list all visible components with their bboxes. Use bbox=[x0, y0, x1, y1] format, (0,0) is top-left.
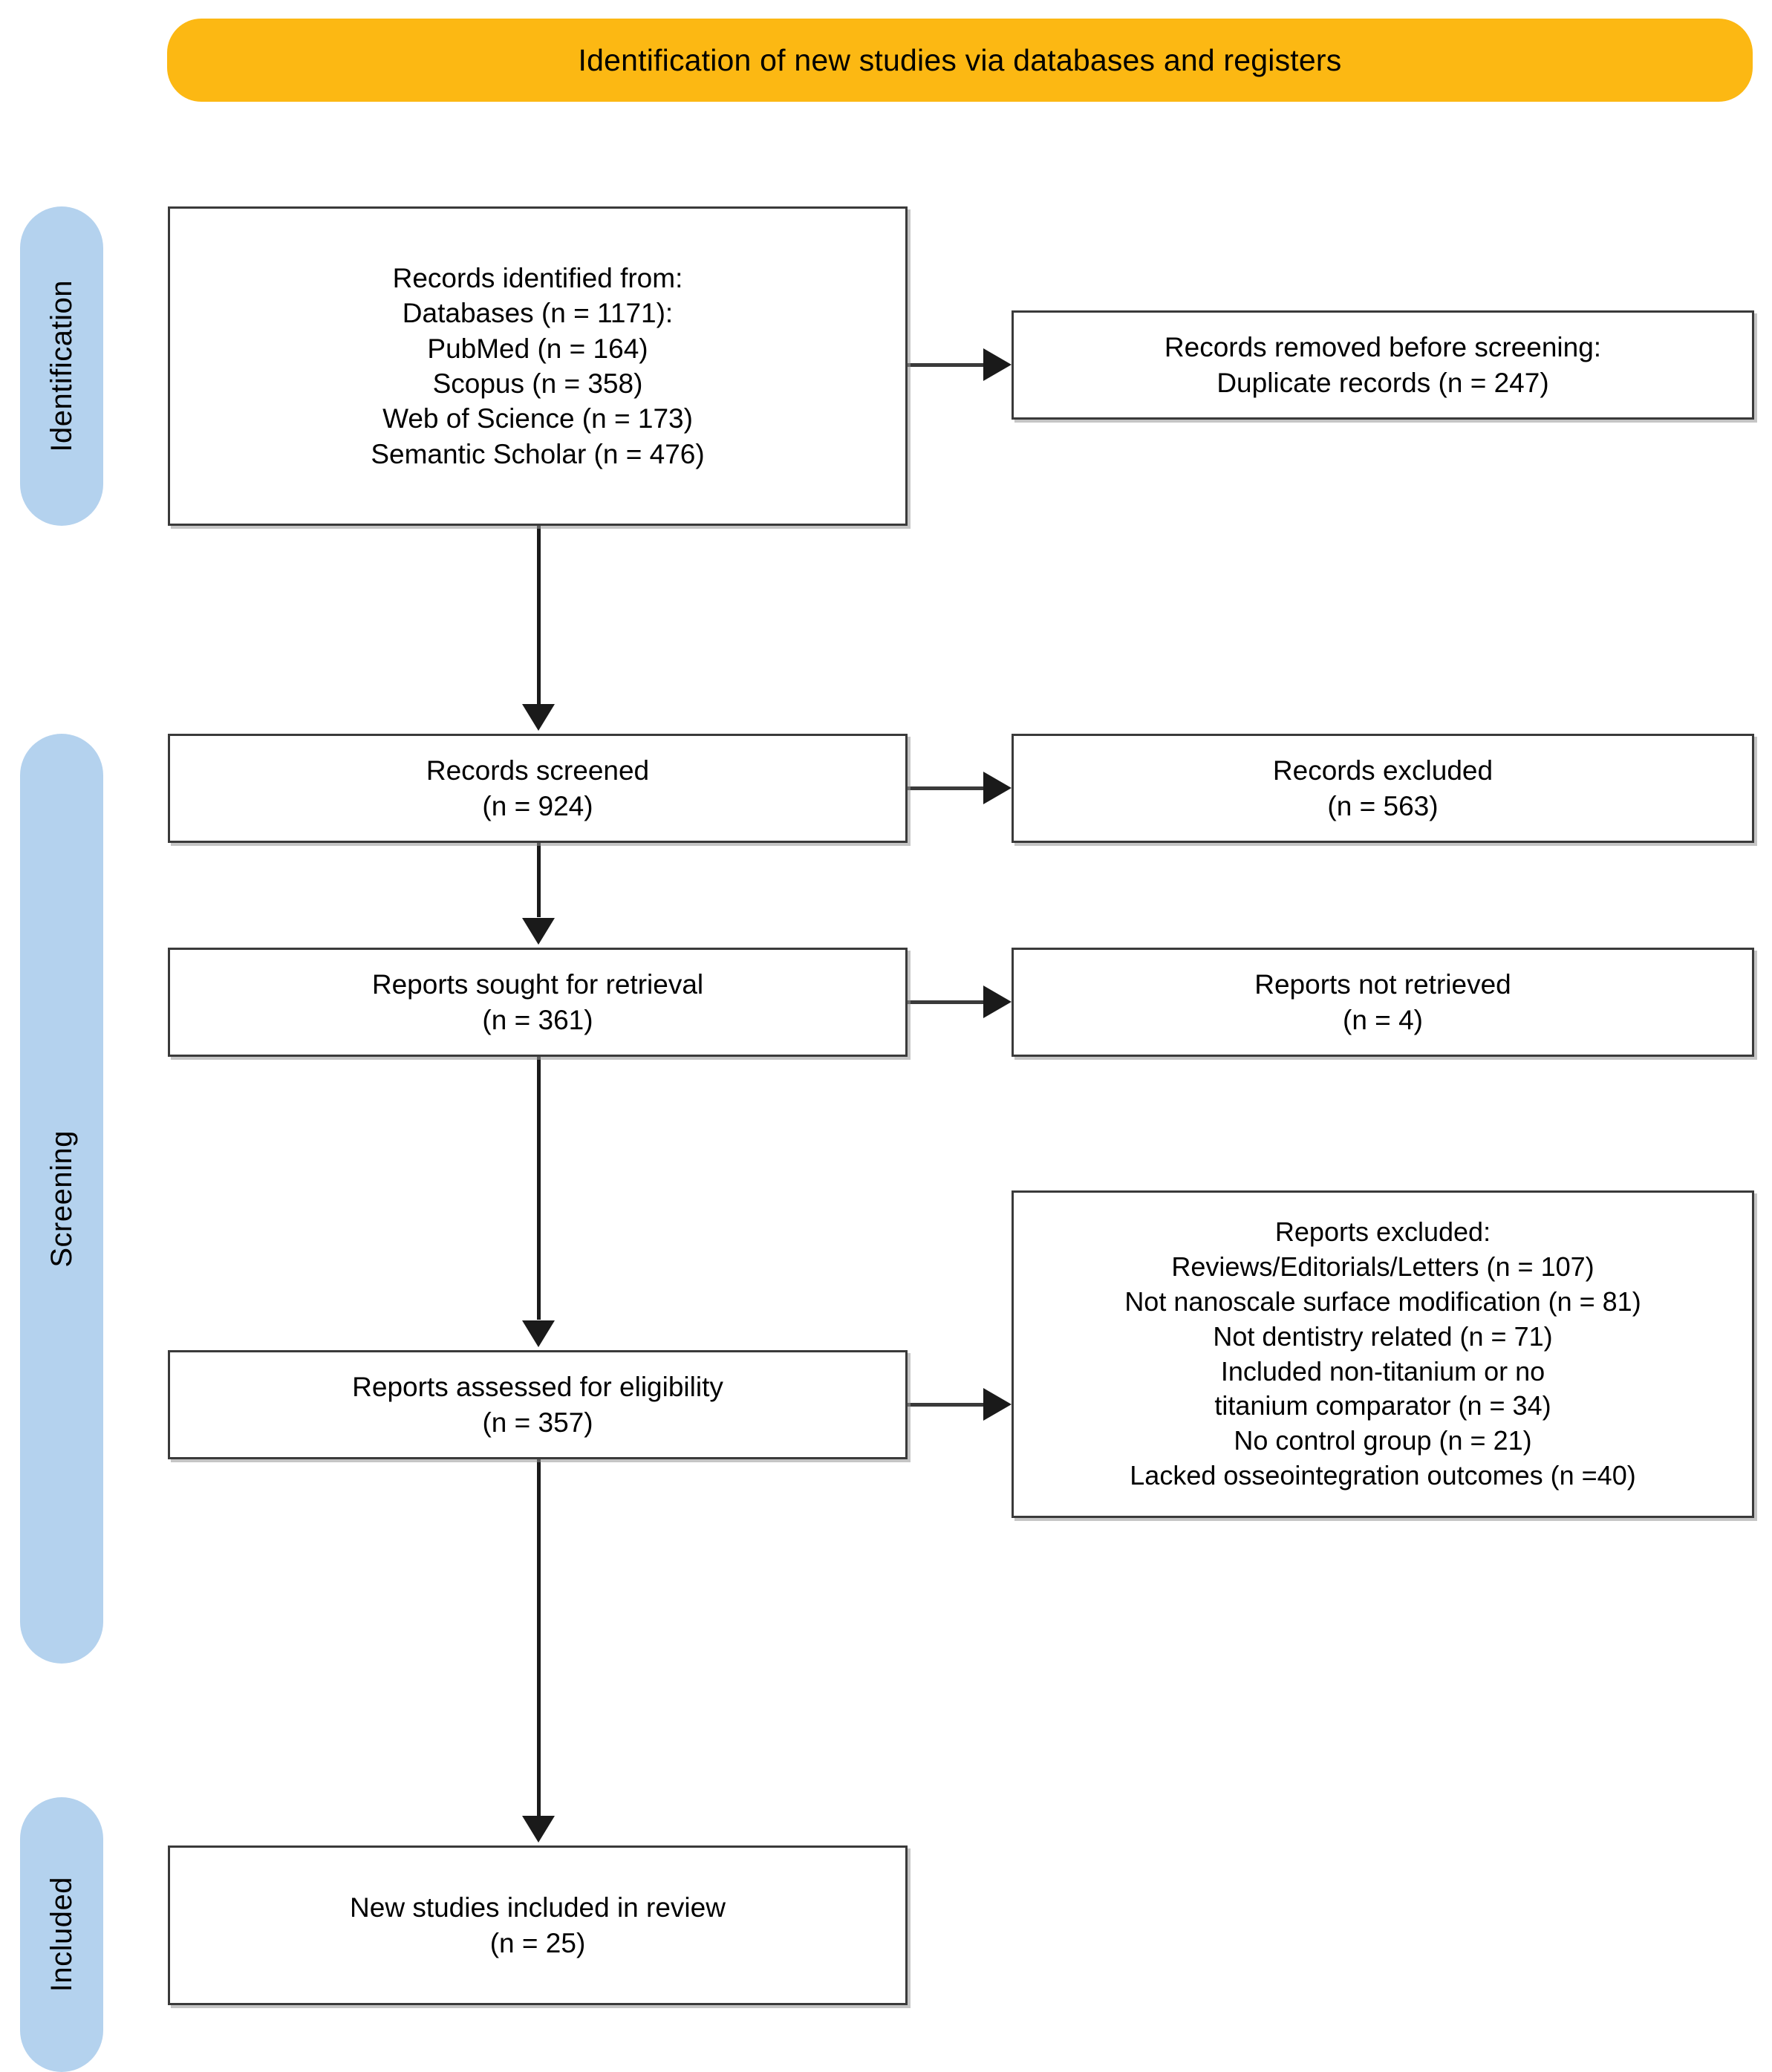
box-new-studies-included-text: New studies included in review (n = 25) bbox=[350, 1890, 726, 1961]
box-records-identified: Records identified from: Databases (n = 1… bbox=[168, 206, 908, 526]
connector-assessed-to-included-line bbox=[537, 1459, 541, 1816]
box-text-line: Databases (n = 1171): bbox=[402, 298, 674, 329]
arrowhead-down-icon bbox=[522, 1816, 555, 1843]
box-text-line: New studies included in review bbox=[350, 1892, 726, 1923]
stage-label-included: Included bbox=[20, 1797, 103, 2072]
connector-identified-to-removed-line bbox=[908, 363, 988, 367]
arrowhead-down-icon bbox=[522, 704, 555, 731]
box-text-line: (n = 563) bbox=[1327, 790, 1439, 821]
box-text-line: Not dentistry related (n = 71) bbox=[1213, 1320, 1553, 1352]
box-text-line: (n = 361) bbox=[482, 1004, 593, 1035]
arrowhead-right-icon bbox=[983, 985, 1012, 1018]
arrowhead-down-icon bbox=[522, 1320, 555, 1347]
box-text-line: Semantic Scholar (n = 476) bbox=[371, 438, 705, 469]
stage-label-screening-text: Screening bbox=[45, 1130, 78, 1268]
connector-sought-to-not-retrieved-line bbox=[908, 1000, 988, 1004]
arrowhead-right-icon bbox=[983, 348, 1012, 381]
connector-screened-to-sought-line bbox=[537, 843, 541, 917]
box-text-line: Not nanoscale surface modification (n = … bbox=[1124, 1286, 1641, 1317]
stage-label-screening: Screening bbox=[20, 734, 103, 1664]
box-text-line: Reports assessed for eligibility bbox=[352, 1372, 723, 1403]
diagram-header-banner: Identification of new studies via databa… bbox=[167, 19, 1753, 102]
box-text-line: Duplicate records (n = 247) bbox=[1216, 367, 1549, 398]
box-records-removed-text: Records removed before screening: Duplica… bbox=[1164, 330, 1601, 400]
box-text-line: Lacked osseointegration outcomes (n =40) bbox=[1130, 1459, 1636, 1491]
box-text-line: Reports not retrieved bbox=[1254, 969, 1511, 1000]
arrowhead-right-icon bbox=[983, 1388, 1012, 1421]
box-records-screened-text: Records screened (n = 924) bbox=[426, 753, 649, 824]
box-text-line: PubMed (n = 164) bbox=[427, 333, 648, 364]
box-reports-sought-text: Reports sought for retrieval (n = 361) bbox=[372, 967, 703, 1037]
box-records-identified-text: Records identified from: Databases (n = 1… bbox=[371, 261, 704, 472]
box-records-excluded: Records excluded (n = 563) bbox=[1012, 734, 1754, 843]
arrowhead-down-icon bbox=[522, 918, 555, 945]
connector-sought-to-assessed-line bbox=[537, 1057, 541, 1320]
box-text-line: Reviews/Editorials/Letters (n = 107) bbox=[1171, 1251, 1595, 1283]
stage-label-identification: Identification bbox=[20, 206, 103, 526]
box-text-line: Web of Science (n = 173) bbox=[382, 403, 693, 434]
stage-label-included-text: Included bbox=[45, 1877, 78, 1993]
box-text-line: titanium comparator (n = 34) bbox=[1214, 1390, 1551, 1421]
box-new-studies-included-in-review: New studies included in review (n = 25) bbox=[168, 1845, 908, 2005]
box-reports-assessed-for-eligibility: Reports assessed for eligibility (n = 357… bbox=[168, 1350, 908, 1459]
box-text-line: (n = 25) bbox=[489, 1927, 586, 1958]
box-text-line: Reports excluded: bbox=[1274, 1216, 1491, 1248]
box-reports-assessed-text: Reports assessed for eligibility (n = 357… bbox=[352, 1369, 723, 1440]
box-text-line: Records screened bbox=[426, 755, 650, 786]
box-text-line: Records removed before screening: bbox=[1164, 332, 1602, 363]
connector-screened-to-records-excluded-line bbox=[908, 786, 988, 790]
box-reports-excluded-text: Reports excluded:Reviews/Editorials/Lett… bbox=[1124, 1215, 1641, 1493]
box-records-excluded-text: Records excluded (n = 563) bbox=[1273, 753, 1493, 824]
stage-label-identification-text: Identification bbox=[45, 280, 78, 452]
arrowhead-right-icon bbox=[983, 772, 1012, 804]
connector-assessed-to-reports-excluded-line bbox=[908, 1403, 988, 1407]
box-records-screened: Records screened (n = 924) bbox=[168, 734, 908, 843]
box-text-line: Included non-titanium or no bbox=[1220, 1355, 1545, 1387]
box-text-line: (n = 4) bbox=[1343, 1004, 1423, 1035]
box-reports-not-retrieved-text: Reports not retrieved (n = 4) bbox=[1254, 967, 1511, 1037]
box-text-line: No control group (n = 21) bbox=[1234, 1425, 1532, 1456]
box-text-line: Records identified from: bbox=[392, 262, 683, 293]
box-reports-sought-for-retrieval: Reports sought for retrieval (n = 361) bbox=[168, 948, 908, 1057]
box-text-line: Reports sought for retrieval bbox=[371, 969, 704, 1000]
box-reports-excluded: Reports excluded:Reviews/Editorials/Lett… bbox=[1012, 1190, 1754, 1518]
box-text-line: (n = 924) bbox=[482, 790, 593, 821]
diagram-header-title: Identification of new studies via databa… bbox=[578, 42, 1342, 77]
box-reports-not-retrieved: Reports not retrieved (n = 4) bbox=[1012, 948, 1754, 1057]
box-text-line: (n = 357) bbox=[482, 1407, 593, 1438]
connector-identified-to-screened-line bbox=[537, 526, 541, 707]
box-text-line: Scopus (n = 358) bbox=[432, 368, 643, 399]
box-text-line: Records excluded bbox=[1272, 755, 1494, 786]
box-records-removed-before-screening: Records removed before screening: Duplica… bbox=[1012, 310, 1754, 420]
